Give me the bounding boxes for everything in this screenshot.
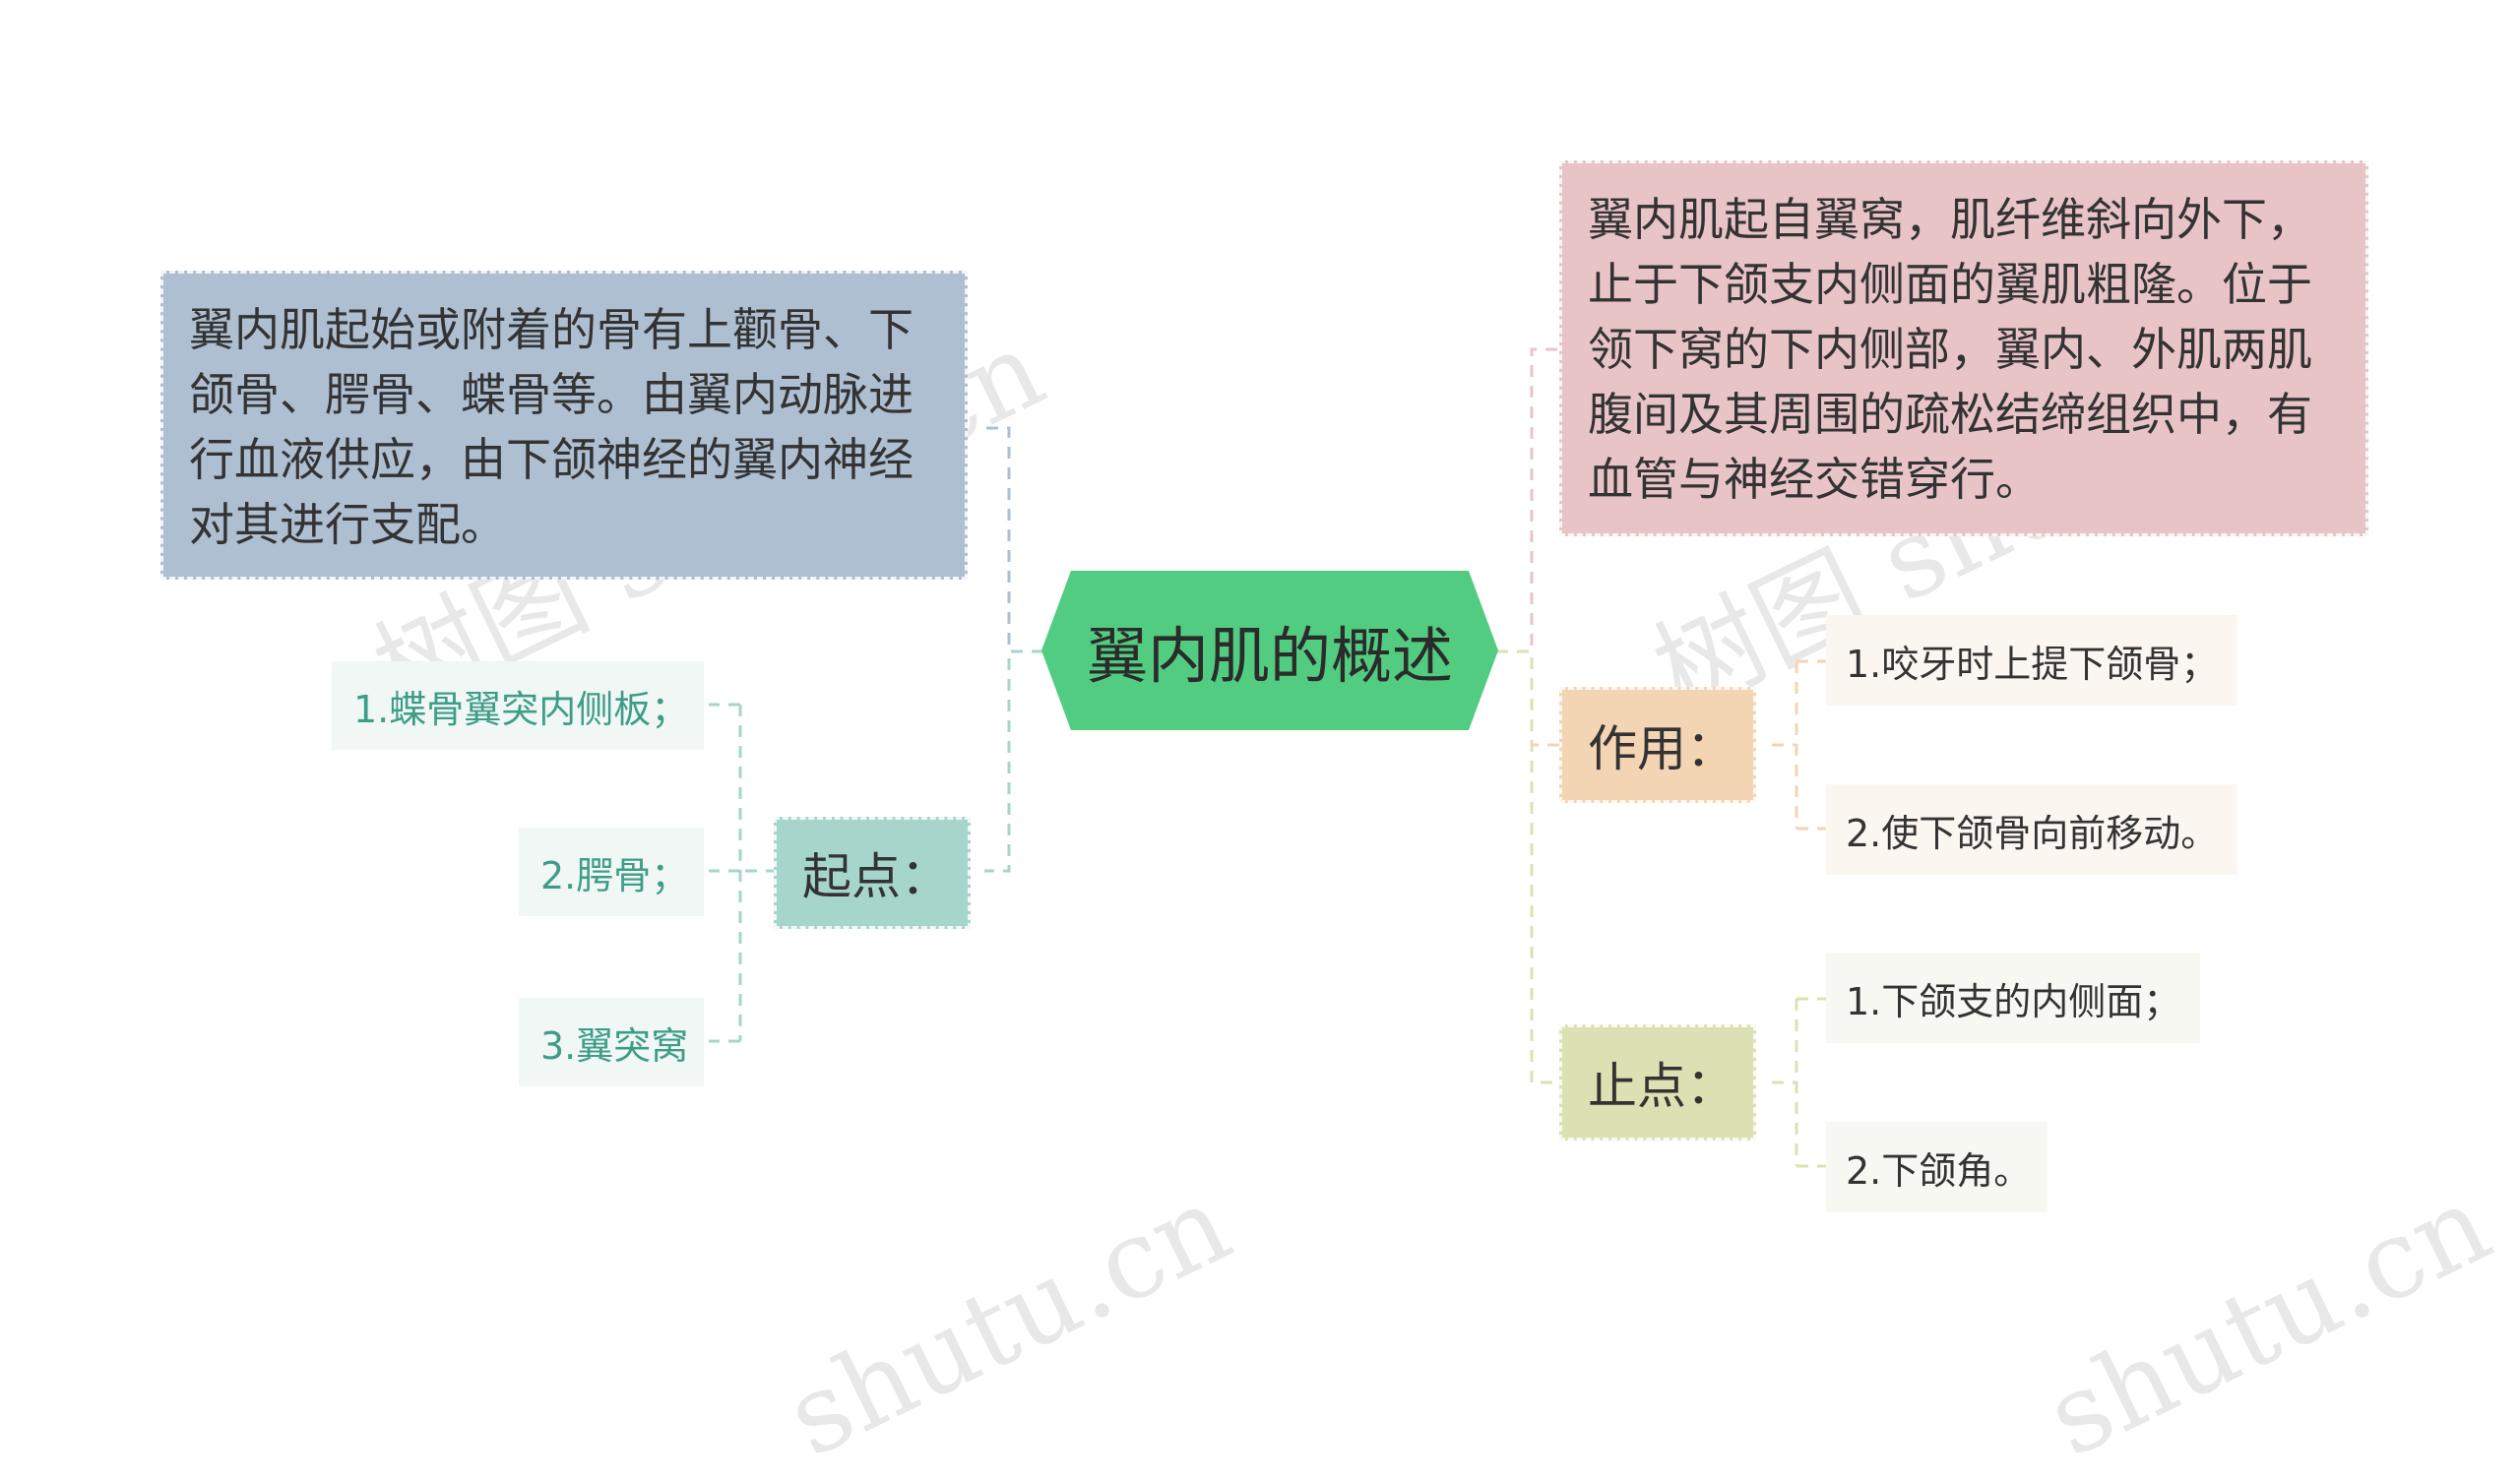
connector-insertion-leaves: [1772, 997, 1829, 1168]
function-leaf[interactable]: 1.咬牙时上提下颌骨；: [1826, 615, 2237, 706]
function-branch-node[interactable]: 作用：: [1559, 687, 1756, 803]
insertion-leaf[interactable]: 2.下颌角。: [1826, 1122, 2048, 1212]
origin-leaf[interactable]: 2.腭骨；: [519, 828, 704, 916]
function-leaf-label: 1.咬牙时上提下颌骨；: [1846, 642, 2219, 686]
origin-branch-node[interactable]: 起点：: [774, 817, 971, 929]
insertion-leaf-label: 1.下颌支的内侧面；: [1846, 979, 2181, 1023]
right-description-text: 翼内肌起自翼窝，肌纤维斜向外下，止于下颌支内侧面的翼肌粗隆。位于领下窝的下内侧部…: [1588, 193, 2312, 506]
insertion-leaf-label: 2.下颌角。: [1846, 1148, 2032, 1193]
left-description-node[interactable]: 翼内肌起始或附着的骨有上颧骨、下颌骨、腭骨、蝶骨等。由翼内动脉进行血液供应，由下…: [160, 271, 968, 580]
connector-topic-function: [1496, 649, 1567, 747]
connector-lines: [709, 347, 1829, 1168]
origin-leaf-label: 3.翼突窝: [540, 1023, 689, 1068]
insertion-branch-node[interactable]: 止点：: [1559, 1024, 1756, 1141]
central-topic-label: 翼内肌的概述: [1086, 620, 1453, 692]
connector-topic-insertion: [1496, 649, 1567, 1084]
hexagon-shape: [1041, 571, 1498, 730]
origin-leaf-label: 1.蝶骨翼突内侧板；: [353, 687, 689, 731]
central-topic[interactable]: 翼内肌的概述: [1041, 571, 1498, 730]
right-description-node[interactable]: 翼内肌起自翼窝，肌纤维斜向外下，止于下颌支内侧面的翼肌粗隆。位于领下窝的下内侧部…: [1559, 160, 2368, 536]
connector-topic-left-desc: [984, 426, 1043, 653]
function-leaf-label: 2.使下颌骨向前移动。: [1846, 811, 2219, 855]
origin-leaf[interactable]: 1.蝶骨翼突内侧板；: [332, 661, 704, 750]
function-leaf[interactable]: 2.使下颌骨向前移动。: [1826, 784, 2237, 875]
connector-function-leaves: [1772, 659, 1829, 831]
left-description-text: 翼内肌起始或附着的骨有上颧骨、下颌骨、腭骨、蝶骨等。由翼内动脉进行血液供应，由下…: [189, 303, 914, 551]
function-branch-label: 作用：: [1588, 720, 1735, 777]
connector-origin-leaves: [709, 703, 778, 1043]
connector-topic-origin: [984, 649, 1043, 873]
insertion-branch-label: 止点：: [1588, 1058, 1735, 1115]
origin-leaf-label: 2.腭骨；: [540, 853, 689, 897]
insertion-leaf[interactable]: 1.下颌支的内侧面；: [1826, 953, 2200, 1043]
origin-branch-label: 起点：: [802, 848, 950, 905]
origin-leaf[interactable]: 3.翼突窝: [519, 998, 704, 1086]
connector-topic-right-desc: [1496, 347, 1567, 653]
